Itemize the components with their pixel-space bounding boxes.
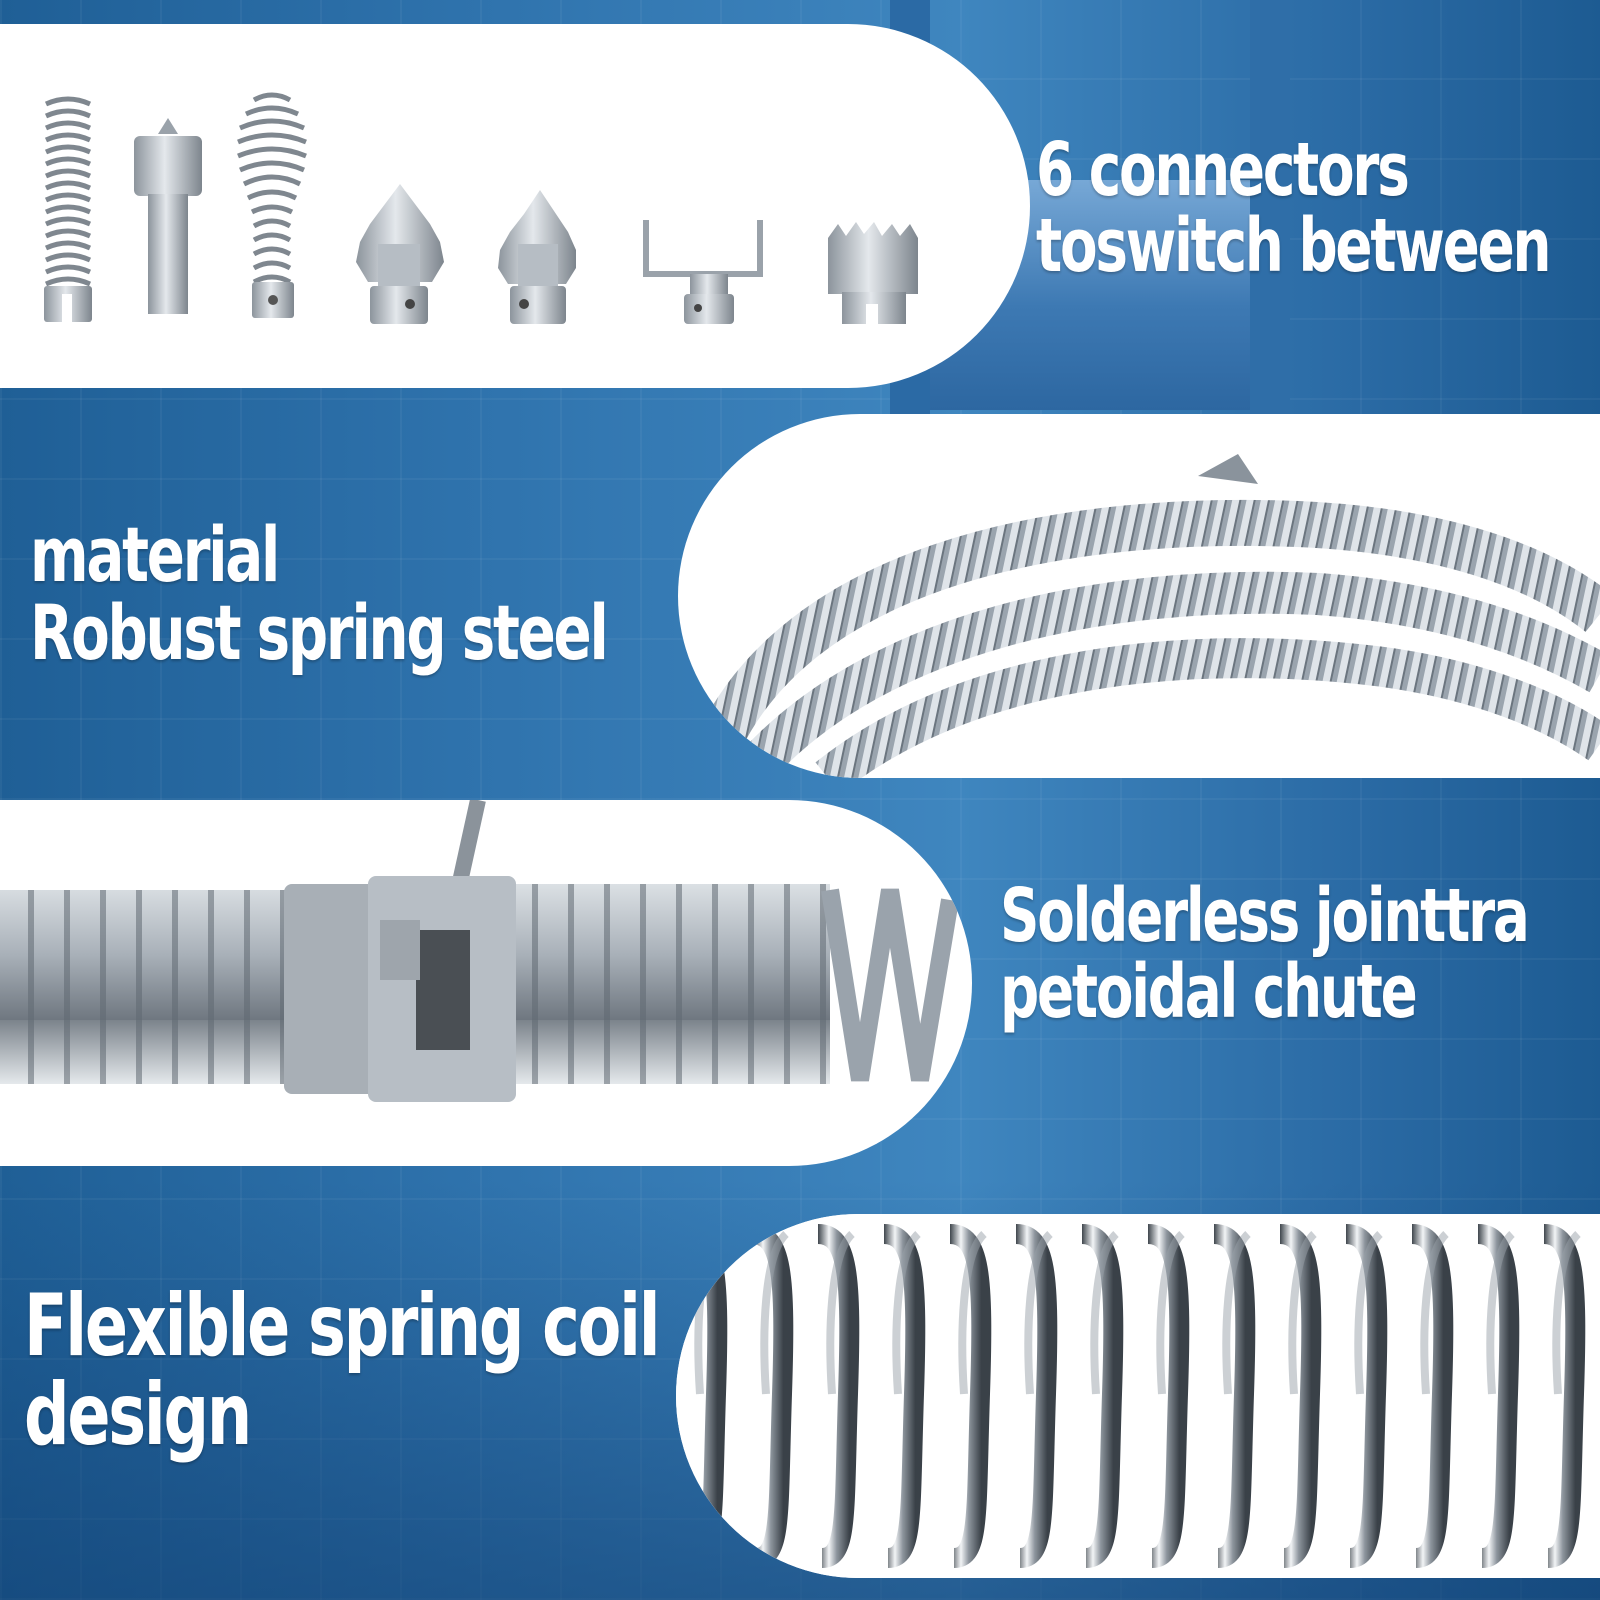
connector-heads-illustration (44, 92, 918, 324)
coiled-cable-illustration (697, 454, 1600, 778)
pin-head (134, 118, 202, 314)
straight-spring-head (44, 96, 92, 322)
spring-cable-image-card (678, 414, 1600, 778)
connectors-caption: 6 connectors toswitch between (1036, 127, 1552, 290)
joint-caption-line-1: Solderless jointtra (1000, 873, 1530, 959)
crown-cutter-head (828, 222, 918, 324)
coil-caption-line-1: Flexible spring coil (24, 1276, 661, 1376)
serrated-spade-head (498, 190, 576, 324)
spade-head (356, 184, 444, 324)
coil-caption-line-2: design (24, 1364, 252, 1465)
material-caption: material Robust spring steel (30, 510, 609, 678)
coil-caption: Flexible spring coil design (24, 1276, 661, 1465)
fork-cutter-head (643, 220, 763, 324)
spring-coil-illustration (676, 1214, 1600, 1578)
window-frame-right (1250, 0, 1290, 420)
material-caption-line-2: Robust spring steel (30, 588, 609, 678)
material-caption-line-1: material (30, 510, 280, 599)
cable-joint-illustration (0, 800, 959, 1102)
joint-caption: Solderless jointtra petoidal chute (1000, 873, 1530, 1036)
connectors-image-card (0, 24, 1030, 388)
joint-caption-line-2: petoidal chute (1000, 949, 1418, 1036)
joint-image-card (0, 800, 972, 1166)
funnel-spring-head (237, 92, 307, 318)
spring-coil-image-card (676, 1214, 1600, 1578)
connectors-caption-line-1: 6 connectors (1036, 127, 1410, 213)
connectors-caption-line-2: toswitch between (1036, 203, 1552, 290)
